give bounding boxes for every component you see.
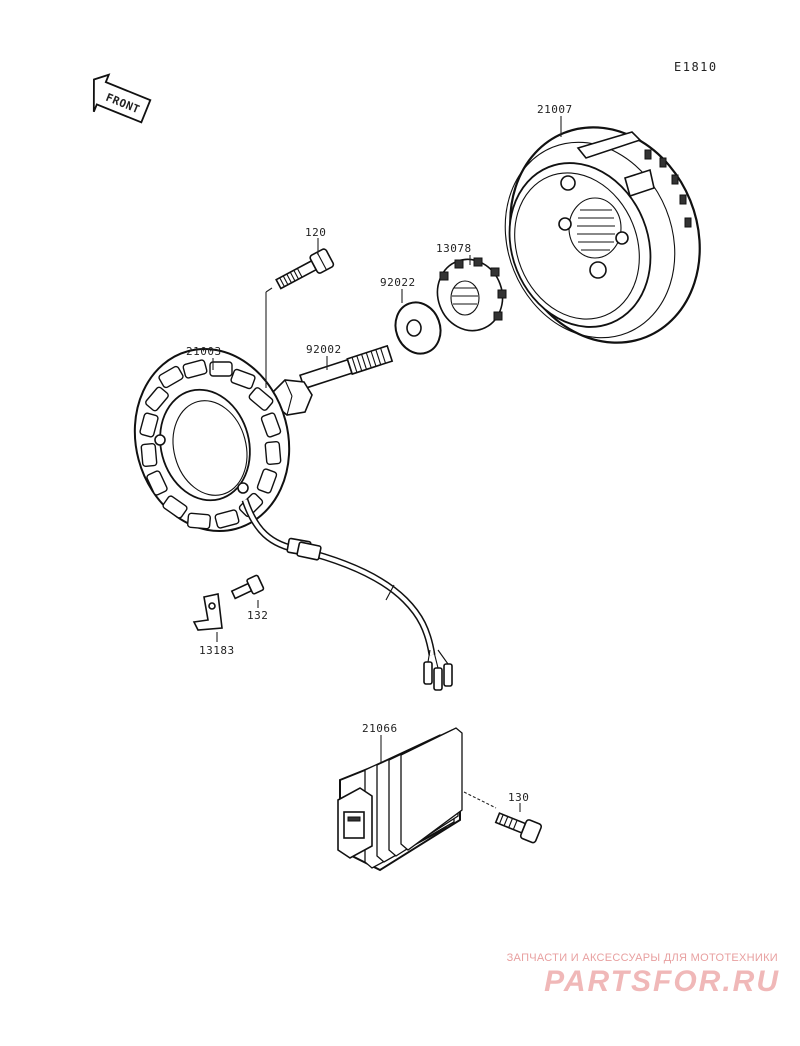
clamp-13183: [192, 593, 223, 631]
stud-92002: [299, 344, 394, 390]
part-label-130: 130: [508, 791, 529, 804]
watermark-logo: PARTSFOR.RU: [544, 965, 780, 998]
flywheel-rotor: [504, 126, 701, 344]
bolt-130: [494, 812, 543, 844]
part-label-21003: 21003: [186, 345, 222, 358]
bolt-120: [275, 248, 335, 290]
part-label-92002: 92002: [306, 343, 342, 356]
part-label-92022: 92022: [380, 276, 416, 289]
part-label-21066: 21066: [362, 722, 398, 735]
diagram-code: E1810: [674, 60, 718, 74]
wire-harness: [241, 498, 453, 691]
part-label-132: 132: [247, 609, 268, 622]
part-label-21007: 21007: [537, 103, 573, 116]
part-label-13183: 13183: [199, 644, 235, 657]
stator-21003: [133, 347, 291, 533]
gear-13078: [436, 257, 507, 332]
washer-92022: [394, 301, 442, 355]
watermark-tagline: ЗАПЧАСТИ И АКСЕССУАРЫ ДЛЯ МОТОТЕХНИКИ: [506, 952, 778, 964]
front-arrow-icon: FRONT: [92, 73, 152, 124]
part-label-120: 120: [305, 226, 326, 239]
part-label-13078: 13078: [436, 242, 472, 255]
bolt-132: [230, 574, 265, 600]
regulator-rectifier-21066: [337, 727, 463, 872]
